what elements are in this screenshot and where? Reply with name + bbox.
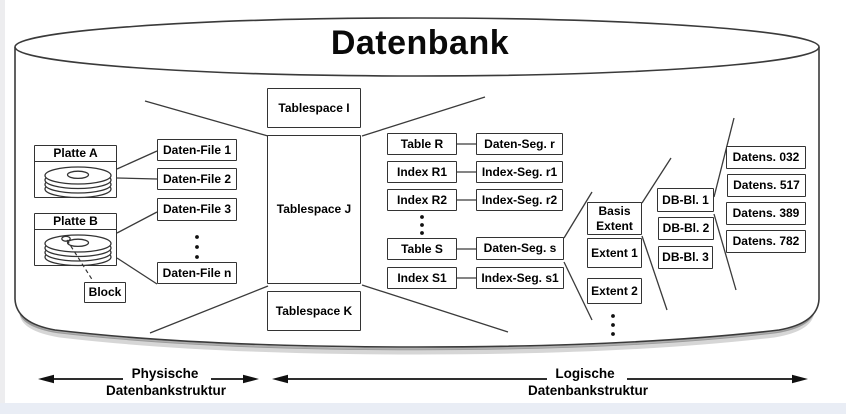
index-box-r1: Index R1 — [387, 161, 457, 183]
record-box-3: Datens. 389 — [726, 202, 806, 225]
platte-b-box: Platte B — [34, 213, 117, 266]
logical-axis-label-1: Logische — [555, 366, 615, 381]
logical-axis-arrow — [272, 374, 808, 384]
physical-axis-label-1: Physische — [131, 366, 199, 381]
cylinder-top — [14, 17, 820, 77]
extent-box-basis: Basis Extent — [587, 202, 642, 235]
tablespace-box-k: Tablespace K — [267, 291, 361, 331]
disk-icon-platte-a — [44, 166, 112, 199]
physical-axis-arrow — [38, 374, 259, 384]
db-block-box-3: DB-Bl. 3 — [658, 246, 713, 269]
database-title: Datenbank — [330, 24, 510, 62]
segment-box-s1: Index-Seg. s1 — [476, 267, 564, 289]
daten-file-box-2: Daten-File 2 — [157, 168, 237, 190]
tablespace-box-i: Tablespace I — [267, 88, 361, 128]
segment-box-s: Daten-Seg. s — [476, 237, 564, 260]
platte-a-box: Platte A — [34, 145, 117, 198]
left-edge-strip — [0, 0, 5, 414]
disk-file-connectors — [116, 150, 158, 285]
physical-axis-label-2: Datenbankstruktur — [105, 383, 227, 398]
ellipsis-dots — [195, 215, 615, 336]
index-box-s1: Index S1 — [387, 267, 457, 289]
cylinder-shadow — [18, 307, 816, 355]
logical-axis-label-2: Datenbankstruktur — [527, 383, 649, 398]
extent-box-2: Extent 2 — [587, 278, 642, 304]
table-segment-connectors — [457, 143, 476, 279]
daten-file-box-1: Daten-File 1 — [157, 139, 237, 161]
disk-icon-platte-b — [44, 234, 112, 267]
db-block-box-1: DB-Bl. 1 — [657, 188, 714, 212]
table-box-s: Table S — [387, 238, 457, 260]
platte-a-label: Platte A — [35, 146, 116, 163]
db-block-box-2: DB-Bl. 2 — [658, 217, 714, 240]
segment-box-r2: Index-Seg. r2 — [476, 189, 563, 211]
bottom-edge-strip — [0, 403, 846, 414]
block-pointer-dashed-line — [66, 239, 94, 282]
table-box-r: Table R — [387, 133, 457, 155]
record-box-2: Datens. 517 — [727, 174, 806, 197]
fan-lines — [144, 96, 737, 334]
segment-box-r: Daten-Seg. r — [476, 133, 563, 155]
segment-box-r1: Index-Seg. r1 — [476, 161, 563, 183]
record-box-4: Datens. 782 — [726, 230, 806, 253]
extent-box-1: Extent 1 — [587, 238, 642, 268]
index-box-r2: Index R2 — [387, 189, 457, 211]
daten-file-box-n: Daten-File n — [157, 262, 237, 284]
block-marker-icon — [61, 235, 71, 242]
block-box: Block — [84, 282, 126, 303]
daten-file-box-3: Daten-File 3 — [157, 198, 237, 221]
platte-b-label: Platte B — [35, 214, 116, 231]
tablespace-box-j: Tablespace J — [267, 135, 361, 284]
record-box-1: Datens. 032 — [726, 146, 806, 169]
